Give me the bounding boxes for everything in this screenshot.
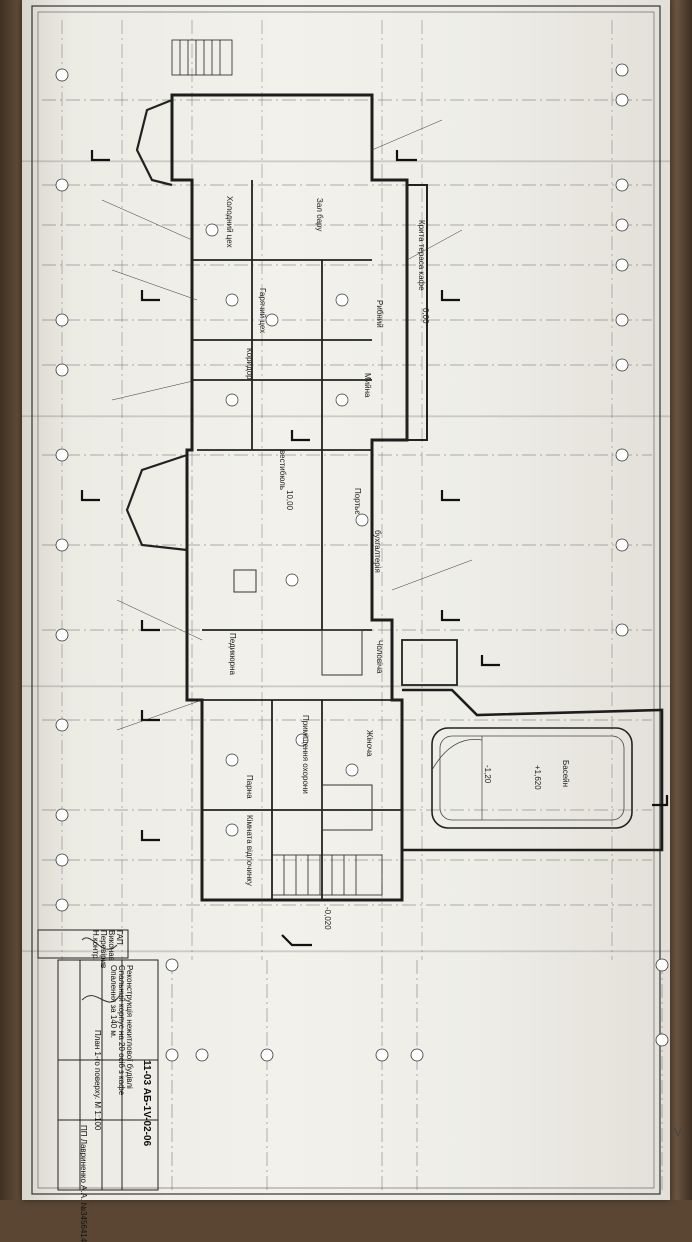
room-label: Коридор [245,348,254,380]
level-value: -1,20 [483,765,492,784]
room-label: Зал бару [315,198,324,232]
title-line: Реконструкція нежитлової будівлі [125,965,134,1089]
room-label: Басейн [561,760,570,788]
level-value: -0,020 [323,907,332,930]
paper-fold [22,950,670,953]
drawing-sheet: Зал бару Холодний цех Гарячий цех Коридо… [22,0,682,1242]
title-line: Опалення за 140 м. [109,965,118,1039]
room-label: Мийна [363,373,372,398]
room-label: Рибний [375,300,384,328]
floor-plan-drawing [31,5,669,1195]
staff-role: Н.контр. [91,930,100,961]
area-value: 10,00 [285,490,294,511]
room-label: Крита тераса кафе [417,220,426,291]
paper-fold [22,685,670,688]
level-value: 0,00 [421,308,430,324]
staff-role: Перевірив [99,930,108,969]
room-label: Кімната відпочинку [245,815,254,886]
paper-fold [22,415,670,418]
room-label: Приміщення охорони [301,715,310,794]
title-line: Спальний корпус на 20 осіб з кафе [117,965,126,1096]
room-label: Холодний цех [225,196,234,248]
room-label: Педикюрна [228,633,237,675]
room-label: Парна [245,775,254,799]
firm-name: ПП Лавриненко А.А. №3456414 [79,1125,88,1242]
paper-fold [22,160,670,163]
room-label: Чоловіча [375,640,384,674]
check-mark: V [674,1125,683,1139]
room-label: Гарячий цех [258,288,267,334]
room-label: бухгалтерія [373,530,382,573]
staff-role: ГАП [115,930,124,945]
drawing-code: 11-03 АБ-1V-02-06 [141,1060,152,1147]
room-label: Портьє [353,488,362,515]
level-value: +1,620 [533,765,542,790]
sheet-title: План 1-го поверху. М 1:100 [93,1030,102,1131]
staff-role: Виконав [107,930,116,961]
room-label: вестибюль [278,450,287,490]
room-label: Жіноча [365,730,374,757]
